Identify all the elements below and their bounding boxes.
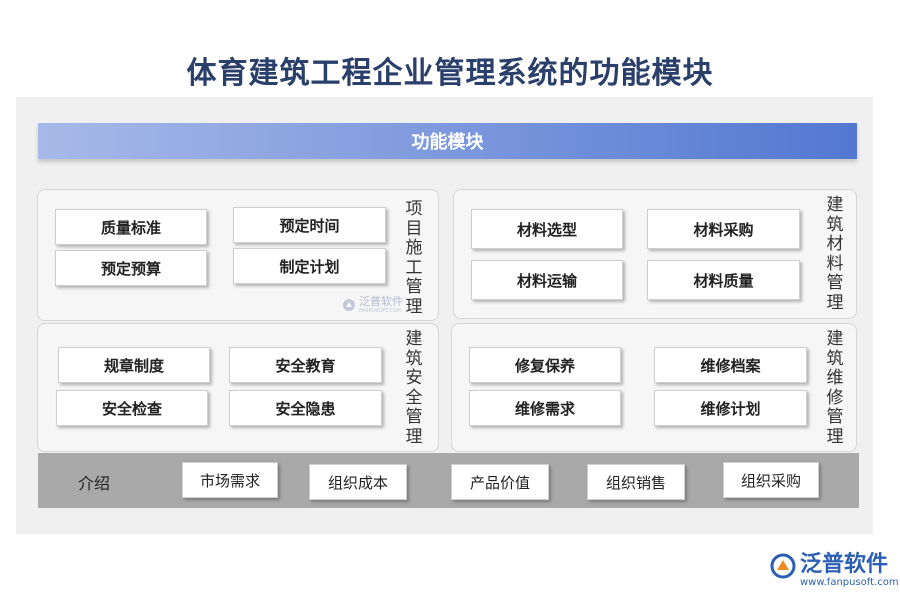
brand-url: www.fanpusoft.com bbox=[800, 577, 899, 588]
module-label: 建筑维修管理 bbox=[826, 329, 844, 447]
intro-bar bbox=[38, 453, 859, 508]
intro-item: 市场需求 bbox=[182, 462, 278, 498]
module-item: 预定时间 bbox=[233, 207, 386, 243]
module-item: 材料质量 bbox=[647, 260, 800, 300]
fanpu-logo-icon bbox=[770, 553, 796, 579]
brand-name: 泛普软件 bbox=[800, 552, 889, 577]
module-item: 预定预算 bbox=[55, 250, 207, 286]
module-item: 规章制度 bbox=[58, 347, 210, 383]
module-item: 材料运输 bbox=[471, 260, 623, 300]
module-item: 安全教育 bbox=[229, 347, 382, 383]
intro-item: 组织采购 bbox=[723, 462, 819, 498]
module-item: 安全隐患 bbox=[229, 390, 382, 426]
module-item: 材料选型 bbox=[471, 209, 623, 249]
watermark-name: 泛普软件 bbox=[359, 295, 403, 308]
module-label: 建筑材料管理 bbox=[826, 195, 844, 313]
intro-item: 组织销售 bbox=[587, 464, 685, 500]
module-item: 材料采购 bbox=[647, 209, 800, 249]
brand-logo: 泛普软件 www.fanpusoft.com bbox=[770, 553, 899, 589]
module-item: 修复保养 bbox=[469, 347, 621, 383]
module-panel-maintenance bbox=[451, 323, 857, 452]
module-label: 项目施工管理 bbox=[405, 199, 423, 317]
function-module-header: 功能模块 bbox=[38, 123, 857, 159]
fanpu-watermark-icon bbox=[343, 299, 355, 311]
module-panel-safety bbox=[37, 323, 439, 452]
intro-item: 产品价值 bbox=[451, 464, 549, 500]
watermark: 泛普软件 FANPUSOFT.COM bbox=[342, 296, 403, 314]
watermark-sub: FANPUSOFT.COM bbox=[359, 308, 401, 314]
module-item: 维修档案 bbox=[654, 347, 807, 383]
module-label: 建筑安全管理 bbox=[405, 329, 423, 447]
page-title: 体育建筑工程企业管理系统的功能模块 bbox=[186, 56, 714, 91]
intro-item: 组织成本 bbox=[309, 464, 407, 500]
module-item: 制定计划 bbox=[233, 248, 386, 284]
module-item: 维修计划 bbox=[654, 390, 807, 426]
module-item: 维修需求 bbox=[469, 390, 621, 426]
intro-label: 介绍 bbox=[78, 474, 111, 493]
module-item: 安全检查 bbox=[56, 390, 208, 426]
module-item: 质量标准 bbox=[55, 209, 207, 245]
